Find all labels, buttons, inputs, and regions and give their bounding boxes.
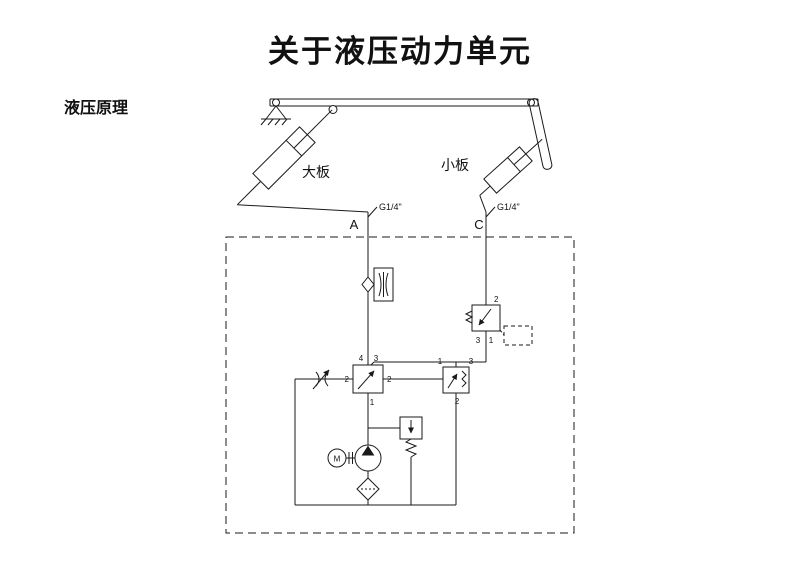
- leader-a: [367, 206, 378, 218]
- pump: [354, 444, 382, 472]
- mechanism: [236, 98, 553, 213]
- relief-valve: [399, 416, 423, 458]
- pilot-valve: [464, 304, 533, 346]
- hose-c: [479, 195, 487, 213]
- components: [312, 267, 533, 501]
- big-plate-cylinder: [236, 109, 333, 206]
- leader-c: [485, 206, 496, 218]
- main-valve: [352, 364, 384, 394]
- motor-label: M: [334, 455, 341, 464]
- main-valve-port2-right: 2: [387, 375, 392, 384]
- cartridge-valve-port2: 2: [455, 397, 460, 406]
- small-plate-label: 小板: [441, 157, 469, 173]
- main-valve-port2-left: 2: [345, 375, 350, 384]
- main-valve-port4: 4: [359, 354, 364, 363]
- pump-arrow-icon: [361, 445, 375, 456]
- cartridge-valve-port1: 1: [438, 357, 443, 366]
- hose-a: [237, 204, 369, 213]
- small-plate-cylinder: [479, 138, 543, 196]
- swing-arm: [528, 98, 553, 170]
- pilot-valve-port3: 3: [476, 336, 481, 345]
- port-c-label: C: [474, 217, 483, 232]
- piping: [225, 206, 575, 534]
- fitting-a-label: G1/4": [379, 202, 402, 212]
- pilot-valve-port2: 2: [494, 295, 499, 304]
- solenoid-box: [503, 325, 533, 346]
- main-valve-port1: 1: [370, 398, 375, 407]
- pilot-valve-port1: 1: [489, 336, 494, 345]
- fitting-c-label: G1/4": [497, 202, 520, 212]
- main-valve-port3: 3: [374, 354, 379, 363]
- fixed-support: [260, 98, 291, 126]
- throttle-valve: [312, 369, 330, 390]
- motor: [327, 448, 347, 468]
- pin-joint-right: [527, 98, 535, 107]
- filter: [356, 477, 380, 501]
- big-plate-label: 大板: [302, 164, 330, 180]
- section-label: 液压原理: [64, 100, 129, 117]
- cartridge-valve: [442, 366, 470, 394]
- beam: [269, 98, 539, 107]
- page-title: 关于液压动力单元: [268, 34, 532, 69]
- power-unit-enclosure: [225, 236, 575, 534]
- cartridge-valve-port3: 3: [469, 357, 474, 366]
- port-a-label: A: [350, 217, 359, 232]
- check-valve: [361, 267, 394, 302]
